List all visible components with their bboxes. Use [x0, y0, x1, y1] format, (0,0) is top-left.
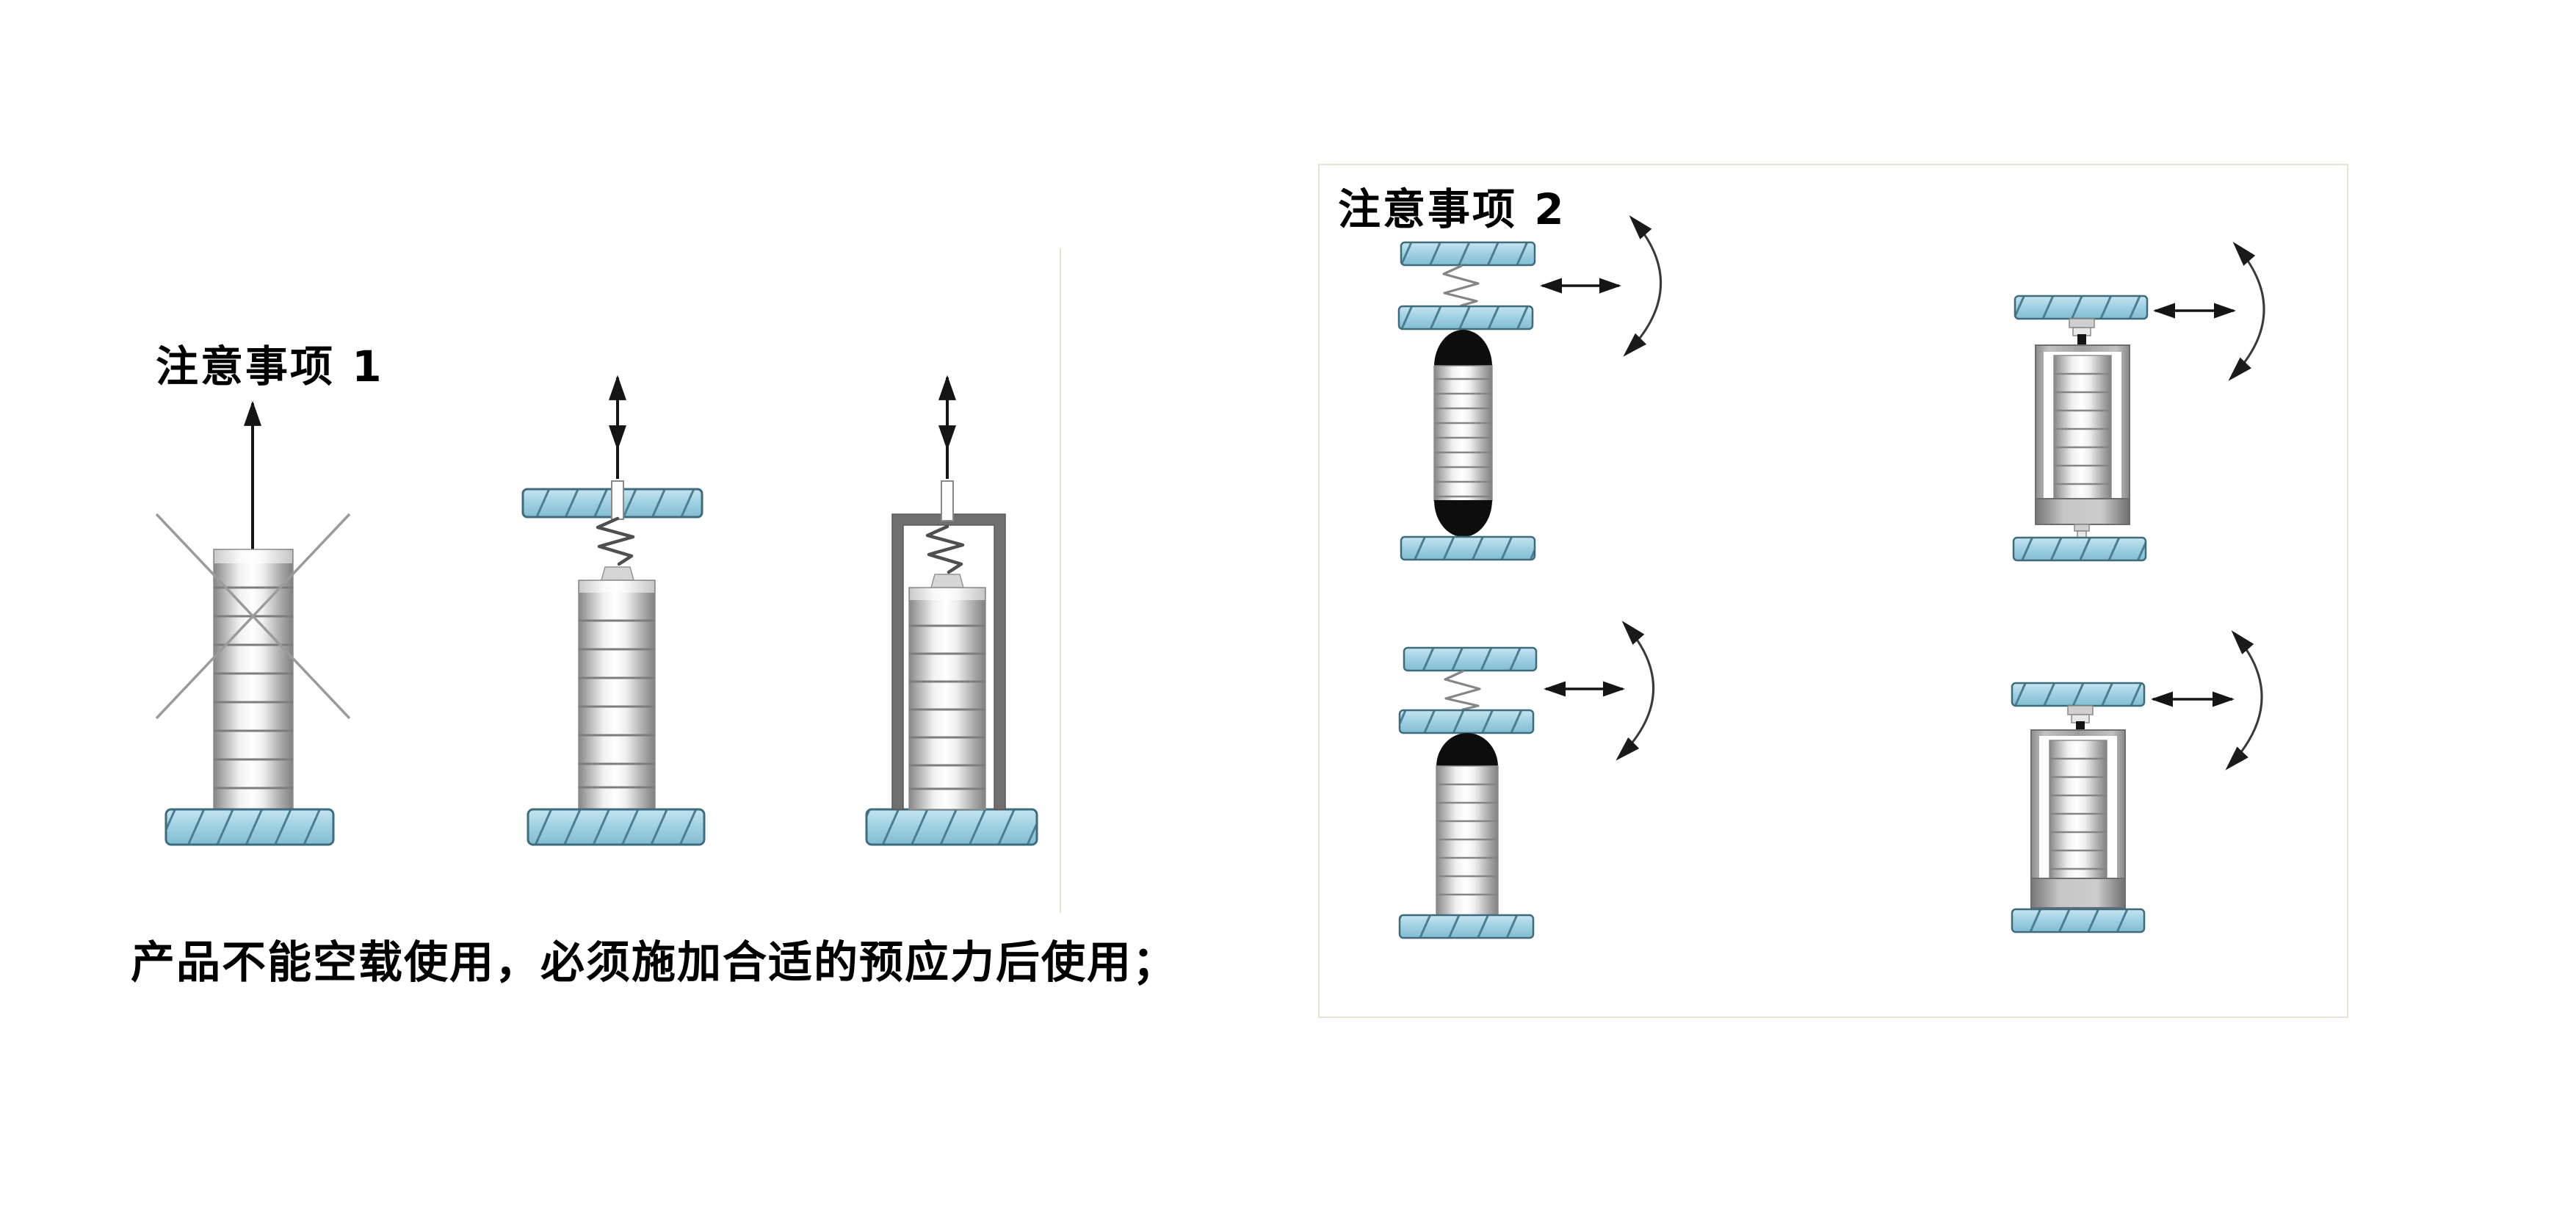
note-1-panel-edge	[1060, 248, 1061, 913]
base-plate	[1398, 914, 1535, 939]
figure-stack-spring-preload	[521, 375, 706, 846]
mounting-flange	[2067, 705, 2094, 715]
ball-end-bottom	[1434, 500, 1492, 537]
tilt-arc-arrow	[1616, 621, 1654, 761]
mounting-flange	[2069, 318, 2095, 328]
tilt-arc-arrow	[2225, 630, 2263, 770]
figure-stack-free-load-crossed	[155, 400, 351, 846]
note-2-title: 注意事项 2	[1338, 184, 1566, 234]
gap-spring	[1444, 670, 1481, 711]
figure-stack-frame-preload	[865, 375, 1038, 846]
cross-out-icon	[155, 513, 351, 720]
stack-end-cap	[601, 566, 634, 581]
base-plate	[527, 808, 706, 846]
actuator-tip-rod	[611, 480, 624, 520]
bottom-stud	[2074, 524, 2090, 532]
upper-plate	[1403, 646, 1538, 672]
figure-stack-ball-end	[1398, 621, 1654, 939]
preload-frame	[891, 513, 1006, 810]
gap-spring	[1442, 264, 1480, 307]
tilt-arc-arrow	[2228, 242, 2265, 381]
actuator-housing	[2035, 344, 2130, 525]
base-plate	[865, 808, 1038, 846]
upper-plate	[2014, 295, 2149, 320]
base-plate	[2012, 536, 2147, 562]
note-1-caption: 产品不能空载使用，必须施加合适的预应力后使用；	[131, 937, 1178, 989]
piezo-stack	[908, 587, 986, 810]
piezo-stack	[1436, 733, 1499, 916]
note-2-panel-border	[1318, 164, 2348, 1018]
actuator-housing	[2030, 729, 2126, 909]
note-1-title: 注意事项 1	[156, 342, 384, 391]
capsule-stack	[1433, 329, 1493, 537]
ball-end-top	[1436, 733, 1498, 767]
middle-plate	[1398, 709, 1535, 734]
actuator-tip-rod	[941, 480, 954, 521]
stack-end-cap	[930, 574, 964, 588]
bottom-stud-tip	[2077, 530, 2087, 538]
upper-plate	[2011, 682, 2146, 707]
figure-cased-stack-both-studs	[2012, 242, 2265, 562]
preload-spring	[596, 516, 635, 566]
tilt-arc-arrow	[1623, 215, 1662, 357]
ball-end-top	[1434, 329, 1492, 366]
figure-capsule-ball-ends	[1397, 215, 1662, 561]
base-plate	[2011, 908, 2146, 933]
preload-spring	[925, 524, 965, 574]
base-plate	[164, 808, 335, 846]
figure-cased-stack-top-stud	[2011, 630, 2263, 933]
upper-plate	[1400, 241, 1536, 267]
middle-plate	[1397, 305, 1534, 331]
base-plate	[1400, 535, 1536, 561]
piezo-stack	[578, 579, 656, 810]
